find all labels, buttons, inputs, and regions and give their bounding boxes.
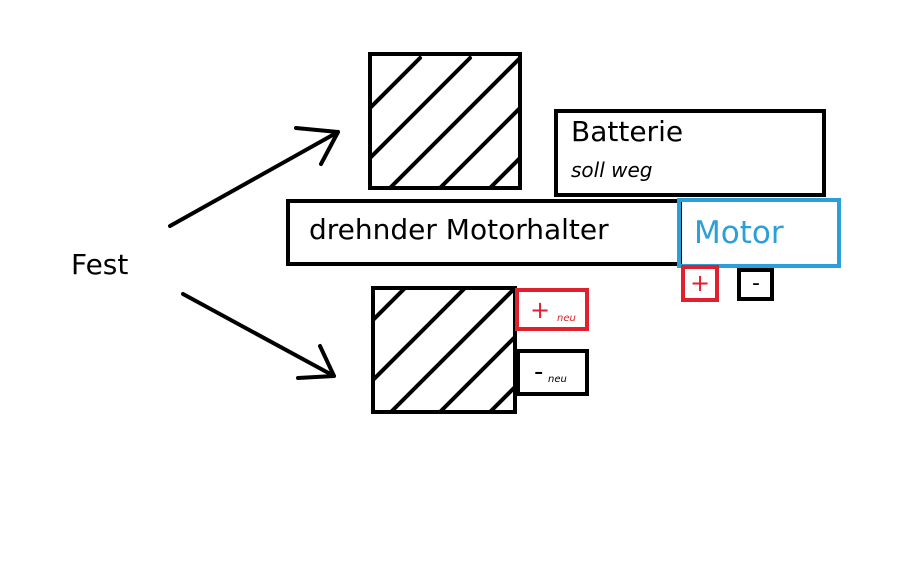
arrow-to-bottom-block: [181, 292, 336, 380]
batterie-note: soll weg: [571, 158, 653, 182]
minus-neu-subscript: neu: [548, 374, 567, 385]
motor-minus-symbol: -: [752, 271, 760, 296]
arrow-to-top-block: [168, 126, 340, 228]
fixed-block-bottom: [371, 286, 517, 414]
fixed-block-top: [368, 52, 522, 190]
motor-label: Motor: [694, 215, 784, 251]
motor-minus-terminal: -: [737, 268, 774, 301]
minus-neu-symbol: -: [534, 357, 544, 387]
motor-plus-symbol: +: [690, 269, 711, 297]
batterie-box: [554, 109, 826, 197]
fest-label: Fest: [71, 248, 129, 281]
plus-neu-subscript: neu: [557, 313, 576, 324]
batterie-label: Batterie: [571, 115, 684, 148]
plus-neu-terminal: + neu: [515, 288, 589, 331]
motor-plus-terminal: +: [681, 265, 719, 302]
plus-neu-symbol: +: [530, 296, 551, 324]
motorhalter-label: drehnder Motorhalter: [309, 213, 609, 246]
minus-neu-terminal: - neu: [516, 349, 589, 396]
motor-box: [677, 198, 841, 268]
